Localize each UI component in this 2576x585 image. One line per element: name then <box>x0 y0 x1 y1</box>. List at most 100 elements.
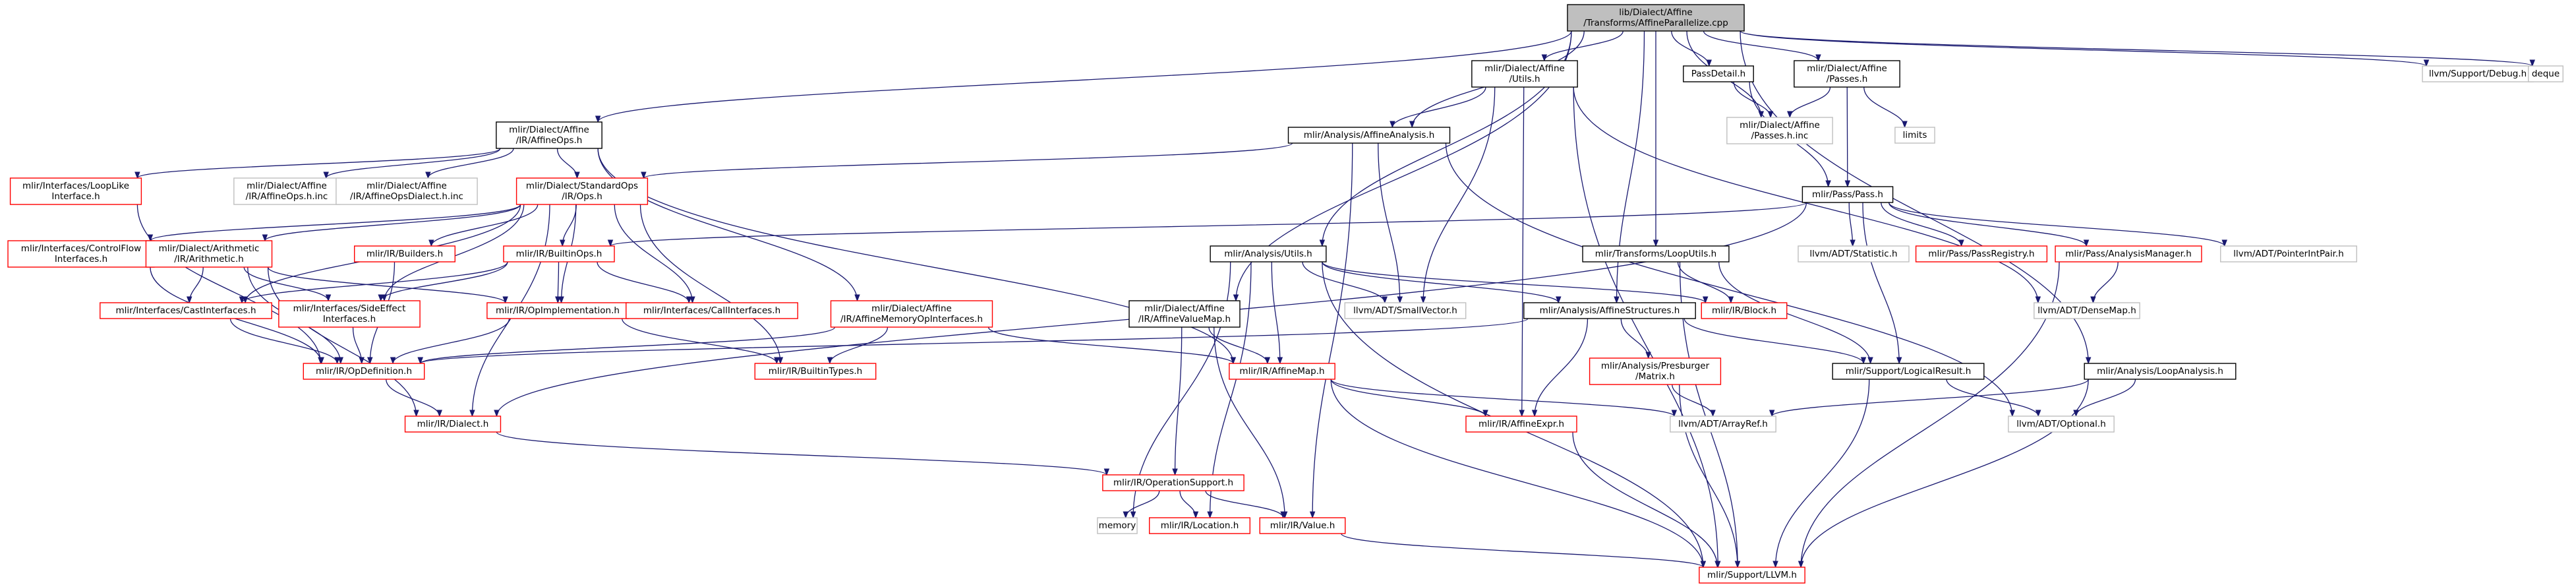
node-affutils[interactable]: mlir/Dialect/Affine/Utils.h <box>1471 60 1578 88</box>
node-affvaluemap[interactable]: mlir/Dialect/Affine/IR/AffineValueMap.h <box>1128 300 1241 328</box>
edge-stdops-to-builtintypes <box>639 204 784 365</box>
node-box <box>1683 65 1754 82</box>
node-builders[interactable]: mlir/IR/Builders.h <box>354 245 456 262</box>
edge-memopint-to-affinemap <box>987 326 1237 365</box>
node-label: mlir/Dialect/Affine <box>871 303 952 314</box>
node-opimpl[interactable]: mlir/IR/OpImplementation.h <box>486 302 629 319</box>
node-passregistry[interactable]: mlir/Pass/PassRegistry.h <box>1915 245 2048 262</box>
edge-analysisutils-to-affstructures <box>1322 261 1562 304</box>
node-builtintypes[interactable]: mlir/IR/BuiltinTypes.h <box>754 363 877 380</box>
node-box <box>7 240 155 268</box>
node-label: mlir/IR/OpDefinition.h <box>316 366 412 377</box>
node-box <box>626 302 798 319</box>
node-opdef[interactable]: mlir/IR/OpDefinition.h <box>303 363 425 380</box>
edge-arrowhead <box>1798 561 1804 569</box>
node-location[interactable]: mlir/IR/Location.h <box>1148 517 1250 534</box>
node-label: /IR/AffineOps.h <box>516 135 583 146</box>
node-box <box>1128 300 1241 328</box>
edge-line <box>597 30 1572 123</box>
node-affinemap[interactable]: mlir/IR/AffineMap.h <box>1229 363 1335 380</box>
edge-line <box>1771 379 2089 417</box>
node-affineops[interactable]: mlir/Dialect/Affine/IR/AffineOps.h <box>496 121 602 149</box>
node-affpasses[interactable]: mlir/Dialect/Affine/Passes.h <box>1794 60 1900 88</box>
node-castint[interactable]: mlir/Interfaces/CastInterfaces.h <box>100 302 272 319</box>
edge-logicalresult-to-optional <box>1946 379 2041 417</box>
edge-root-to-affpasses <box>1703 30 1821 62</box>
node-pass[interactable]: mlir/Pass/Pass.h <box>1801 186 1894 203</box>
edge-affutils-to-affanalysis <box>1390 86 1486 129</box>
node-arith[interactable]: mlir/Dialect/Arithmetic/IR/Arithmetic.h <box>145 240 273 268</box>
edge-line <box>150 204 521 241</box>
node-passdetail[interactable]: PassDetail.h <box>1683 65 1754 82</box>
node-label: mlir/Dialect/Affine <box>1807 63 1887 74</box>
node-label: mlir/Transforms/LoopUtils.h <box>1595 249 1716 259</box>
edge-arrowhead <box>325 294 332 302</box>
edge-affstructures-to-affineexpr <box>1531 318 1589 417</box>
node-opsupport[interactable]: mlir/IR/OperationSupport.h <box>1102 474 1244 491</box>
node-label: mlir/IR/Dialect.h <box>417 419 489 429</box>
edge-affanalysis-to-stdops <box>641 142 1293 179</box>
edge-line <box>1616 30 1645 303</box>
edge-stdops-to-callint <box>614 204 695 304</box>
node-builtinops[interactable]: mlir/IR/BuiltinOps.h <box>503 245 615 262</box>
node-label: Interfaces.h <box>55 254 107 264</box>
node-label: mlir/Dialect/Affine <box>509 125 589 135</box>
node-llvm[interactable]: mlir/Support/LLVM.h <box>1699 567 1805 584</box>
edge-castint-to-opdef <box>229 318 340 365</box>
edge-line <box>1125 490 1160 518</box>
edge-line <box>420 318 1529 364</box>
node-label: PassDetail.h <box>1691 69 1746 79</box>
node-box <box>1344 302 1467 319</box>
node-label: mlir/IR/Location.h <box>1161 520 1239 531</box>
node-analysisutils[interactable]: mlir/Analysis/Utils.h <box>1210 245 1327 262</box>
edge-affutils-to-smallvector <box>1420 86 1496 304</box>
node-affanalysis[interactable]: mlir/Analysis/AffineAnalysis.h <box>1287 127 1451 144</box>
edge-affpasses-to-limits <box>1863 86 1908 129</box>
node-box <box>1801 186 1894 203</box>
node-root[interactable]: lib/Dialect/Affine/Transforms/AffinePara… <box>1567 4 1745 32</box>
node-stdops[interactable]: mlir/Dialect/StandardOps/IR/Ops.h <box>515 177 649 205</box>
edge-arrowhead <box>1230 357 1237 365</box>
node-logicalresult[interactable]: mlir/Support/LogicalResult.h <box>1832 363 1985 380</box>
edge-line <box>1740 30 2533 67</box>
edge-affutils-to-llvm <box>1573 86 1721 569</box>
node-box <box>1287 127 1451 144</box>
edge-line <box>1322 261 1706 303</box>
edge-arrowhead <box>1896 357 1902 365</box>
edge-arrowhead <box>428 239 434 247</box>
edge-line <box>136 204 322 364</box>
node-presburger[interactable]: mlir/Analysis/Presburger/Matrix.h <box>1589 357 1722 385</box>
node-label: mlir/IR/BuiltinOps.h <box>516 249 602 259</box>
edge-arrowhead <box>555 296 561 304</box>
node-dialect[interactable]: mlir/IR/Dialect.h <box>404 416 502 433</box>
edge-arrowhead <box>774 357 780 365</box>
edge-line <box>386 379 440 417</box>
edge-pass-to-builtinops <box>607 202 1807 247</box>
edge-arrowhead <box>334 357 340 365</box>
node-box <box>1567 4 1745 32</box>
edge-logicalresult-to-llvm <box>1772 379 1870 569</box>
edge-opimpl-to-builtintypes <box>622 318 780 365</box>
node-box <box>1798 245 1910 262</box>
node-box <box>1582 245 1730 262</box>
node-memopint[interactable]: mlir/Dialect/Affine/IR/AffineMemoryOpInt… <box>830 300 993 328</box>
node-deque: deque <box>2528 65 2563 82</box>
node-affineexpr[interactable]: mlir/IR/AffineExpr.h <box>1465 416 1577 433</box>
node-loopanalysis[interactable]: mlir/Analysis/LoopAnalysis.h <box>2084 363 2237 380</box>
node-analysismanager[interactable]: mlir/Pass/AnalysisManager.h <box>2055 245 2202 262</box>
node-optional: llvm/ADT/Optional.h <box>2008 416 2115 433</box>
node-callint[interactable]: mlir/Interfaces/CallInterfaces.h <box>626 302 798 319</box>
node-looputils[interactable]: mlir/Transforms/LoopUtils.h <box>1582 245 1730 262</box>
node-value[interactable]: mlir/IR/Value.h <box>1259 517 1346 534</box>
node-label: mlir/IR/OperationSupport.h <box>1113 477 1233 488</box>
node-affstructures[interactable]: mlir/Analysis/AffineStructures.h <box>1523 302 1696 319</box>
node-box <box>9 177 142 205</box>
node-label: /IR/Arithmetic.h <box>174 254 244 264</box>
edge-line <box>987 326 1234 364</box>
edge-arrowhead <box>1123 511 1128 519</box>
node-block[interactable]: mlir/IR/Block.h <box>1701 302 1788 319</box>
edge-arrowhead <box>1700 561 1707 569</box>
